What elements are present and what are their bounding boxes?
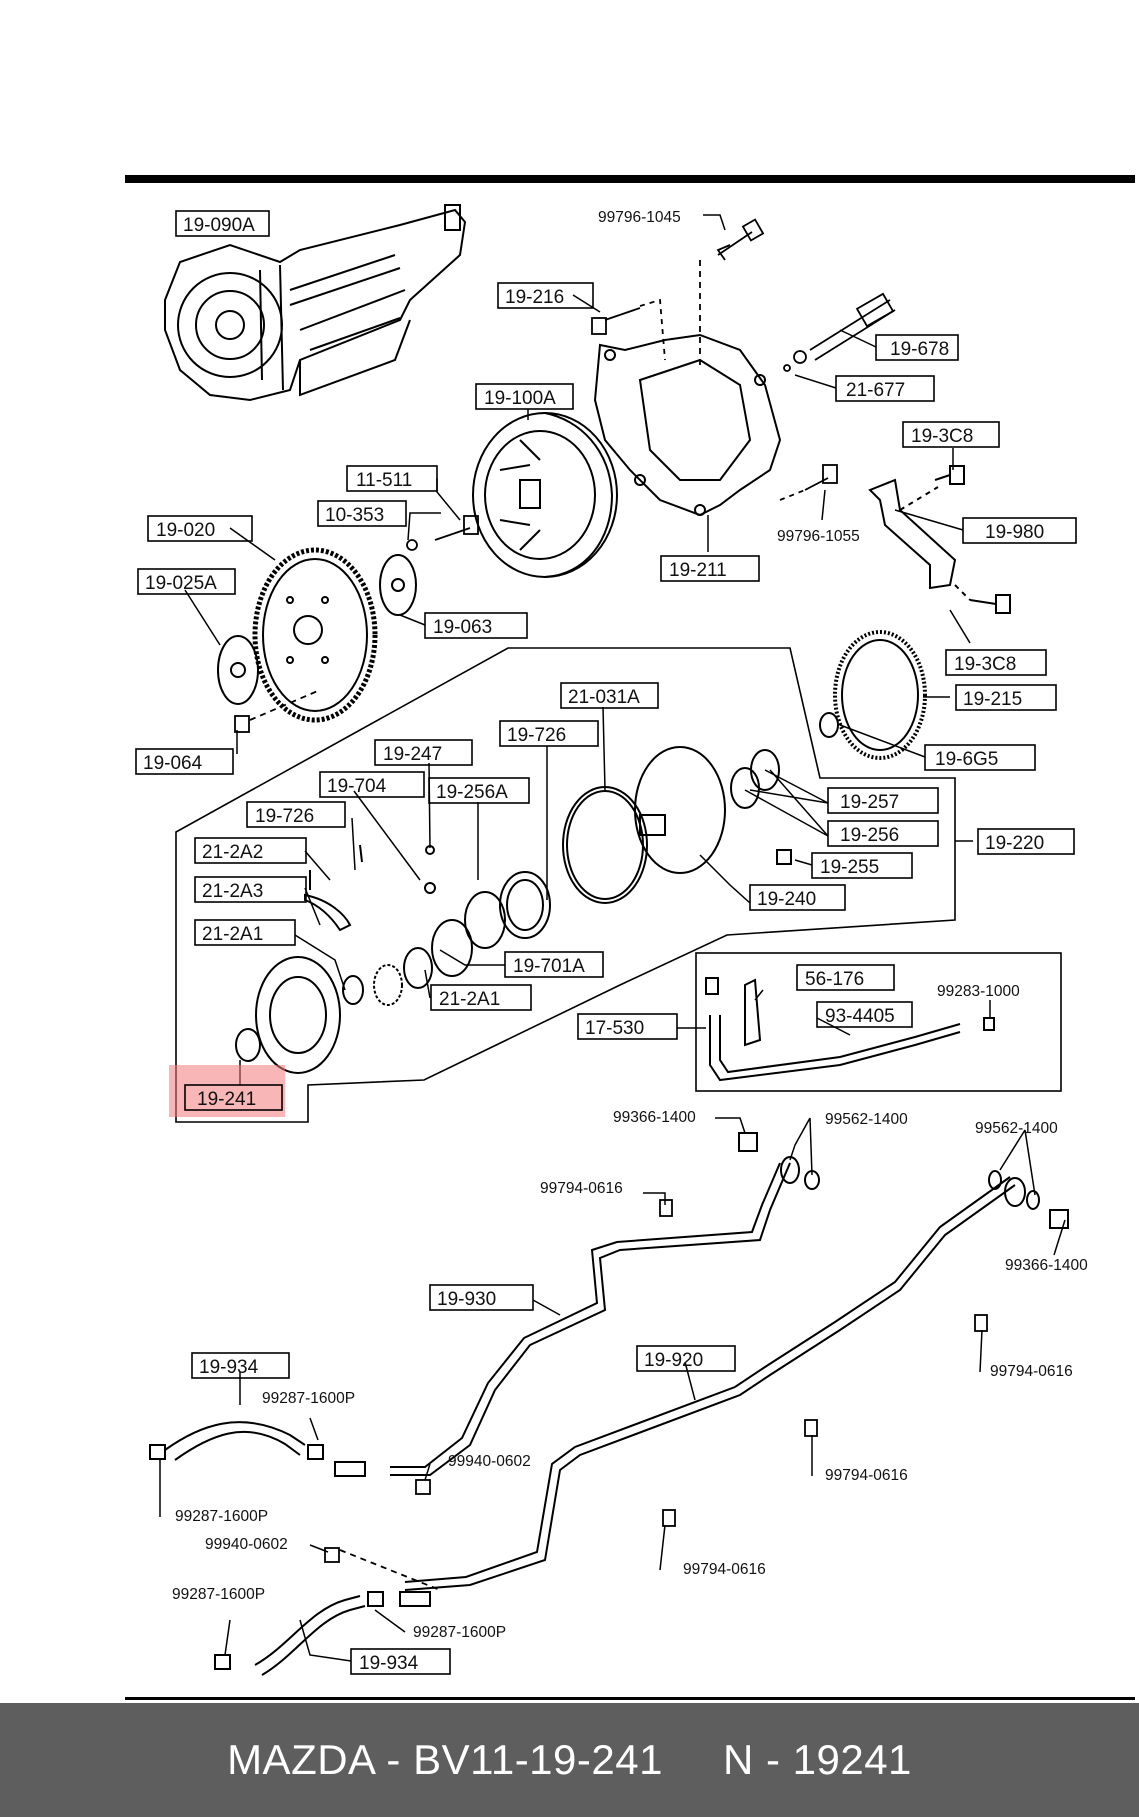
small-bolts-drawing — [324, 1199, 988, 1591]
label-21-031A: 21-031A — [568, 687, 640, 708]
label-21-677: 21-677 — [846, 380, 905, 401]
bolt-19-216-drawing — [591, 298, 666, 361]
bell-housing-drawing — [593, 333, 782, 517]
label-99940-0602-a: 99940-0602 — [448, 1453, 531, 1470]
plate-19-063-drawing — [379, 554, 417, 616]
flexplate-drawing — [252, 547, 378, 723]
label-19-255: 19-255 — [820, 857, 879, 878]
label-19-6G5: 19-6G5 — [935, 749, 998, 770]
label-19-257: 19-257 — [840, 792, 899, 813]
label-99794-0616-a: 99794-0616 — [540, 1180, 623, 1197]
footer-part-number: MAZDA - BV11-19-241 — [227, 1736, 663, 1783]
label-19-215: 19-215 — [963, 689, 1022, 710]
highlight-19-241 — [169, 1065, 285, 1117]
label-19-220: 19-220 — [985, 833, 1044, 854]
label-19-211: 19-211 — [669, 560, 727, 581]
label-19-256A: 19-256A — [436, 782, 508, 803]
label-19-090A: 19-090A — [183, 215, 255, 236]
shaft-drawing — [783, 292, 896, 372]
label-19-063: 19-063 — [433, 617, 492, 638]
label-99940-0602-b: 99940-0602 — [205, 1536, 288, 1553]
pump-body-drawing — [634, 746, 792, 874]
label-10-353: 10-353 — [325, 505, 384, 526]
tube-93-4405-drawing — [705, 977, 995, 1082]
label-99794-0616-b: 99794-0616 — [990, 1363, 1073, 1380]
label-19-726-a: 19-726 — [507, 725, 566, 746]
label-99796-1055: 99796-1055 — [777, 528, 860, 545]
label-17-530: 17-530 — [585, 1018, 644, 1039]
bracket-drawing — [868, 465, 1011, 614]
label-19-064: 19-064 — [143, 753, 203, 774]
cooler-line-19-930-drawing — [334, 1132, 820, 1477]
label-99366-1400-a: 99366-1400 — [613, 1109, 696, 1126]
label-99287-1600P-c: 99287-1600P — [172, 1586, 265, 1603]
label-19-216: 19-216 — [505, 287, 564, 308]
label-19-3C8-top: 19-3C8 — [911, 426, 973, 447]
label-19-240: 19-240 — [757, 889, 816, 910]
label-11-511: 11-511 — [356, 470, 412, 491]
label-99287-1600P-a: 99287-1600P — [262, 1390, 355, 1407]
transmission-illustration — [164, 204, 467, 402]
label-99287-1600P-d: 99287-1600P — [413, 1624, 506, 1641]
label-99796-1045: 99796-1045 — [598, 209, 681, 226]
label-19-701A: 19-701A — [513, 956, 585, 977]
hose-19-934-drawing — [149, 1421, 384, 1676]
bolt-99796-1045-drawing — [699, 218, 765, 370]
label-19-025A: 19-025A — [145, 573, 217, 594]
label-19-934-b: 19-934 — [359, 1653, 419, 1674]
label-19-726-b: 19-726 — [255, 806, 314, 827]
parts-diagram: 19-090A 99796-1045 19-216 19-678 21-677 … — [125, 175, 1135, 1700]
label-21-2A3: 21-2A3 — [202, 881, 263, 902]
oring-21-031A-drawing — [562, 786, 648, 904]
leader-lines — [159, 214, 1066, 1662]
top-rule — [125, 175, 1135, 183]
label-19-980: 19-980 — [985, 522, 1044, 543]
label-19-020: 19-020 — [156, 520, 215, 541]
label-19-920: 19-920 — [644, 1350, 703, 1371]
label-21-2A2: 21-2A2 — [202, 842, 263, 863]
label-56-176: 56-176 — [805, 969, 864, 990]
label-99283-1000: 99283-1000 — [937, 983, 1020, 1000]
clutch-parts-drawing — [235, 844, 551, 1074]
label-99562-1400-a: 99562-1400 — [825, 1111, 908, 1128]
bolt-11-511-drawing — [406, 515, 479, 551]
label-21-2A1-b: 21-2A1 — [439, 989, 500, 1010]
bolt-19-064-drawing — [234, 689, 321, 733]
plate-19-025A-drawing — [217, 635, 259, 705]
footer-catalog-number: N - 19241 — [722, 1736, 912, 1783]
footer-bar: MAZDA - BV11-19-241 N - 19241 — [0, 1703, 1139, 1817]
label-19-3C8-bottom: 19-3C8 — [954, 654, 1016, 675]
label-19-100A: 19-100A — [484, 388, 556, 409]
label-19-704: 19-704 — [327, 776, 387, 797]
torque-converter-drawing — [472, 412, 618, 578]
label-93-4405: 93-4405 — [825, 1006, 895, 1027]
label-99794-0616-d: 99794-0616 — [683, 1561, 766, 1578]
label-21-2A1-a: 21-2A1 — [202, 924, 263, 945]
label-99794-0616-c: 99794-0616 — [825, 1467, 908, 1484]
gasket-drawing — [819, 630, 927, 760]
label-19-934-a: 19-934 — [199, 1357, 259, 1378]
label-19-241: 19-241 — [197, 1089, 256, 1110]
cooler-line-19-920-drawing — [399, 1170, 1069, 1607]
label-19-930: 19-930 — [437, 1289, 496, 1310]
bottom-rule — [125, 1697, 1135, 1700]
label-19-247: 19-247 — [383, 744, 442, 765]
label-boxes — [135, 210, 1077, 1675]
label-99287-1600P-b: 99287-1600P — [175, 1508, 268, 1525]
label-19-256: 19-256 — [840, 825, 899, 846]
label-99366-1400-b: 99366-1400 — [1005, 1257, 1088, 1274]
label-99562-1400-b: 99562-1400 — [975, 1120, 1058, 1137]
part-labels: 19-090A 99796-1045 19-216 19-678 21-677 … — [143, 209, 1088, 1674]
label-19-678: 19-678 — [890, 339, 949, 360]
bolt-99796-1055-drawing — [779, 464, 838, 501]
torque-converter-assembly-outline — [175, 647, 1062, 1123]
